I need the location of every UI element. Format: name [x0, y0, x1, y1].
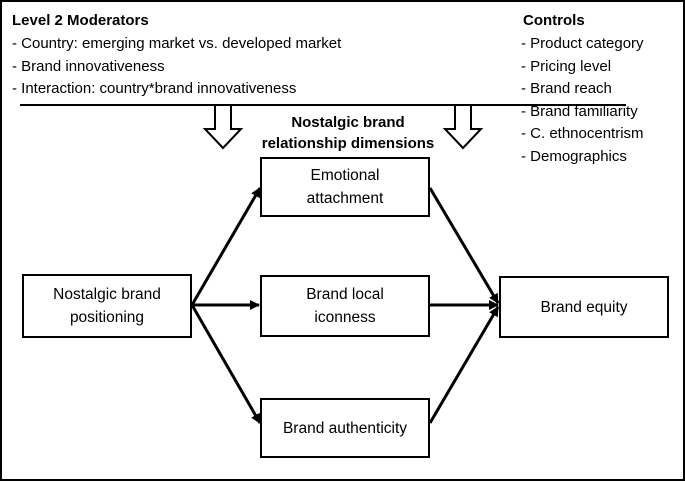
moderators-title: Level 2 Moderators [12, 12, 149, 29]
node-brand-authenticity: Brand authenticity [260, 398, 430, 458]
moderator-item: - Country: emerging market vs. developed… [12, 35, 342, 52]
controls-list: - Product category - Pricing level - Bra… [521, 33, 644, 168]
arrow-positioning-to-authenticity [190, 304, 262, 424]
moderator-item: - Brand innovativeness [12, 57, 165, 75]
arrow-authenticity-to-equity [428, 306, 500, 424]
moderator-down-arrow [202, 104, 244, 150]
node-nostalgic-brand-positioning: Nostalgic brand positioning [22, 274, 192, 338]
moderators-list: - Country: emerging market vs. developed… [12, 33, 341, 101]
node-brand-equity: Brand equity [499, 276, 669, 338]
control-item: - C. ethnocentrism [521, 125, 644, 142]
moderator-item: - Interaction: country*brand innovativen… [12, 80, 297, 97]
control-item: - Brand familiarity [521, 102, 638, 120]
control-item: - Pricing level [521, 57, 612, 75]
node-label: Brand local iconness [306, 286, 384, 326]
arrow-positioning-to-emotional [190, 187, 262, 306]
control-item: - Product category [521, 35, 644, 52]
controls-title: Controls [523, 12, 585, 29]
control-item: - Brand reach [521, 80, 612, 97]
dimensions-heading: Nostalgic brand relationship dimensions [261, 114, 435, 152]
node-label: Emotional attachment [306, 167, 384, 207]
control-item: - Demographics [521, 147, 627, 165]
arrow-emotional-to-equity [428, 187, 500, 304]
control-down-arrow [442, 104, 484, 150]
node-brand-local-iconness: Brand local iconness [260, 275, 430, 337]
node-label: Brand equity [540, 298, 628, 316]
node-label: Nostalgic brand positioning [53, 286, 161, 326]
node-emotional-attachment: Emotional attachment [260, 157, 430, 217]
node-label: Brand authenticity [282, 419, 408, 437]
